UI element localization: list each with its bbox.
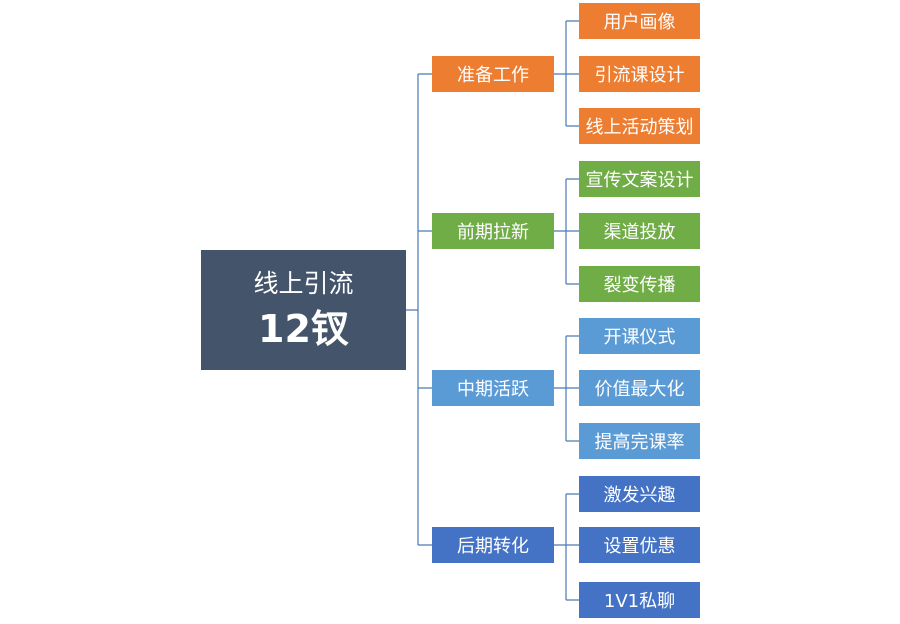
root-title: 线上引流 [253, 269, 354, 298]
leaf-node: 激发兴趣 [579, 476, 700, 512]
leaf-node: 1V1私聊 [579, 582, 700, 618]
connector-cat-3 [554, 493, 579, 601]
category-node-prep: 准备工作 [432, 56, 554, 92]
connector-cat-2 [554, 335, 579, 442]
category-node-activate: 中期活跃 [432, 370, 554, 406]
leaf-node: 线上活动策划 [579, 108, 700, 144]
connector-root [406, 73, 432, 546]
leaf-node: 裂变传播 [579, 266, 700, 302]
root-node: 线上引流 12钗 [201, 250, 406, 370]
connector-cat-1 [554, 178, 579, 285]
leaf-node: 设置优惠 [579, 527, 700, 563]
leaf-node: 价值最大化 [579, 370, 700, 406]
leaf-node: 引流课设计 [579, 56, 700, 92]
leaf-node: 提高完课率 [579, 423, 700, 459]
leaf-node: 开课仪式 [579, 318, 700, 354]
category-node-convert: 后期转化 [432, 527, 554, 563]
leaf-node: 宣传文案设计 [579, 161, 700, 197]
category-node-acquire: 前期拉新 [432, 213, 554, 249]
connector-cat-0 [554, 20, 579, 127]
leaf-node: 渠道投放 [579, 213, 700, 249]
root-subtitle: 12钗 [258, 307, 349, 351]
leaf-node: 用户画像 [579, 3, 700, 39]
